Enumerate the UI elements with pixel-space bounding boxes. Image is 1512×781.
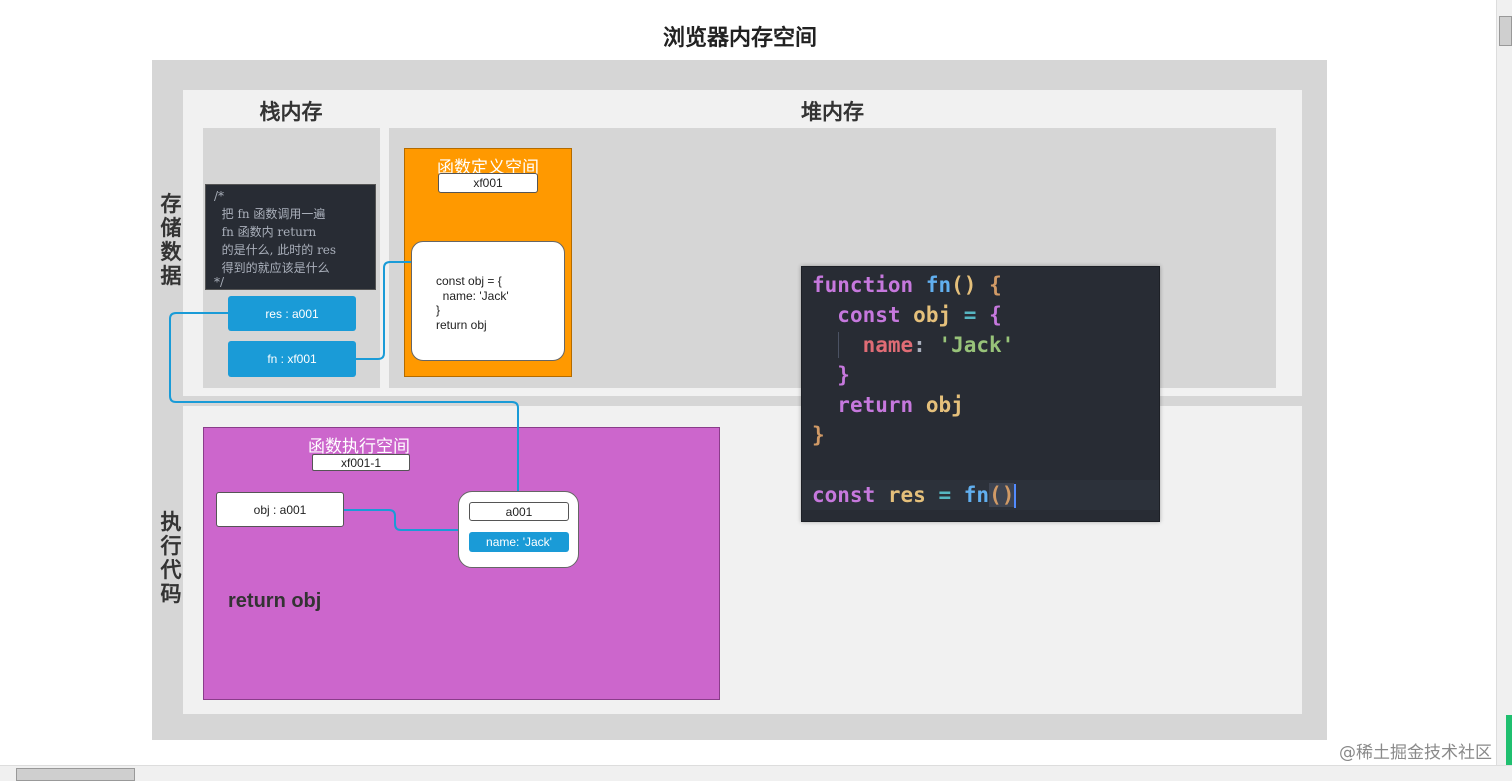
code-line-2: const obj = {	[837, 303, 1002, 327]
heap-object-property: name: 'Jack'	[469, 532, 569, 552]
stack-memory-title: 栈内存	[259, 100, 323, 124]
function-execution-title: 函数执行空间	[308, 437, 410, 457]
code-line-8: const res = fn()	[802, 480, 1159, 510]
store-data-label: 存储数据	[160, 192, 182, 288]
watermark: @稀土掘金技术社区	[1339, 743, 1492, 763]
heap-object-address: a001	[469, 502, 569, 521]
horizontal-scroll-thumb[interactable]	[16, 768, 135, 781]
horizontal-scrollbar[interactable]	[0, 765, 1512, 781]
page-title: 浏览器内存空间	[662, 26, 817, 51]
heap-memory-title: 堆内存	[801, 100, 864, 124]
fn-to-definition-line	[356, 261, 411, 360]
code-line-4: }	[837, 363, 850, 387]
return-obj-text: return obj	[228, 590, 322, 612]
code-line-7	[802, 450, 1159, 480]
vertical-scrollbar[interactable]	[1496, 0, 1512, 765]
code-line-1: function fn() {	[812, 273, 1002, 297]
code-editor: function fn() { const obj = { name: 'Jac…	[801, 266, 1160, 522]
exec-obj-variable: obj : a001	[216, 492, 344, 527]
code-line-6: }	[812, 423, 825, 447]
obj-to-object-line	[344, 509, 458, 531]
stack-fn-variable: fn : xf001	[228, 341, 356, 377]
code-line-3: name: 'Jack'	[802, 330, 1159, 360]
res-to-object-line	[169, 312, 519, 491]
function-body-code: const obj = { name: 'Jack' } return obj	[411, 241, 565, 361]
code-comment: /* 把 fn 函数调用一遍 fn 函数内 return 的是什么, 此时的 r…	[205, 184, 376, 290]
function-definition-address: xf001	[438, 173, 538, 193]
function-execution-address: xf001-1	[312, 454, 410, 471]
stack-res-variable: res : a001	[228, 296, 356, 331]
execute-code-label: 执行代码	[160, 510, 182, 606]
vertical-scroll-thumb[interactable]	[1499, 16, 1512, 46]
side-accent-bar	[1506, 715, 1512, 765]
code-line-5: return obj	[837, 393, 964, 417]
